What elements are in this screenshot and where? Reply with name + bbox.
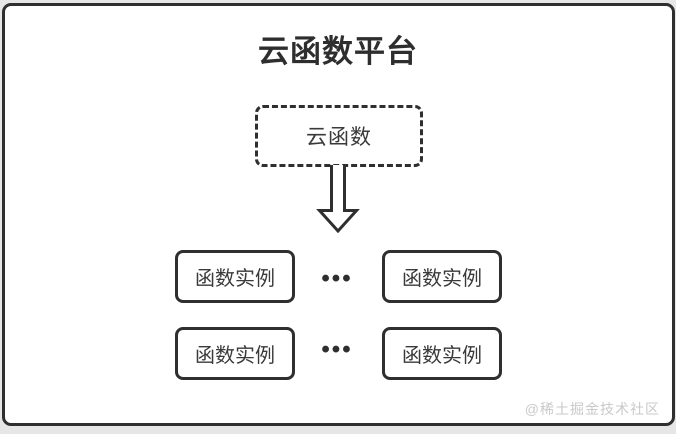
watermark: @稀土掘金技术社区 [524,401,660,417]
function-instance-node: 函数实例 [175,250,295,303]
function-instance-node: 函数实例 [382,250,502,303]
down-arrow-icon [316,165,360,233]
function-instance-node: 函数实例 [175,327,295,380]
ellipsis-icon: ••• [321,336,353,363]
ellipsis-icon: ••• [321,265,353,292]
cloud-function-node: 云函数 [255,105,423,167]
function-instance-node: 函数实例 [382,327,502,380]
diagram-title: 云函数平台 [258,34,418,69]
